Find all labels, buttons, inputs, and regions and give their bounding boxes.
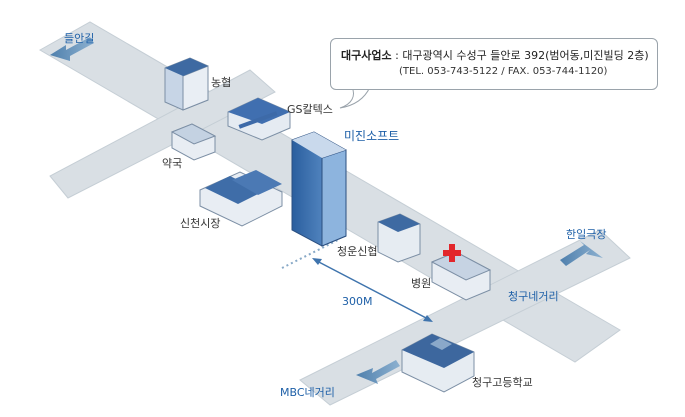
callout-line-1: 대구사업소 : 대구광역시 수성구 들안로 392(범어동,미진빌딩 2층) <box>341 47 649 63</box>
building-cheongun-icon <box>377 213 421 263</box>
arrow-bottom-left-icon <box>356 360 400 384</box>
cross-road-east <box>299 229 631 406</box>
intersection-label: 청구네거리 <box>508 290 559 303</box>
building-gs-caltex-icon <box>227 97 291 141</box>
place-label-market: 신천시장 <box>180 217 221 230</box>
address-callout: 대구사업소 : 대구광역시 수성구 들안로 392(범어동,미진빌딩 2층) (… <box>330 38 658 90</box>
dotted-guide-line <box>281 239 339 269</box>
callout-title: 대구사업소 <box>341 49 392 62</box>
callout-address: 대구광역시 수성구 들안로 392(범어동,미진빌딩 2층) <box>402 49 649 62</box>
place-label-hospital: 병원 <box>411 277 432 290</box>
distance-arrow <box>314 259 431 321</box>
road-label-right: 한일극장 <box>566 228 607 241</box>
building-mijin-soft-icon <box>291 131 347 247</box>
arrow-right-icon <box>560 241 603 266</box>
building-school-icon <box>401 333 475 393</box>
road-label-top-left: 들안길 <box>64 32 95 45</box>
place-label-pharmacy: 약국 <box>162 157 183 170</box>
place-label-cheongun: 청운신협 <box>337 245 378 258</box>
distance-label: 300M <box>342 295 373 308</box>
place-label-mijin-soft: 미진소프트 <box>344 129 400 143</box>
callout-tail <box>339 86 371 109</box>
place-label-nonghyup: 농협 <box>211 76 232 89</box>
callout-separator: : <box>391 49 403 62</box>
distance-arrow-head-end-icon <box>423 315 433 322</box>
place-label-gs-caltex: GS칼텍스 <box>287 103 333 116</box>
building-pharmacy-icon <box>170 123 217 161</box>
building-market-icon <box>199 170 283 227</box>
arrow-top-left-icon <box>50 37 94 61</box>
red-cross-icon <box>443 244 461 262</box>
building-hospital-icon <box>430 251 492 301</box>
place-label-school: 청구고등학교 <box>472 376 533 389</box>
road-label-bottom-left: MBC네거리 <box>280 386 335 399</box>
callout-contact: (TEL. 053-743-5122 / FAX. 053-744-1120) <box>399 66 608 77</box>
cross-road-west <box>49 69 276 199</box>
distance-arrow-head-start-icon <box>312 258 322 265</box>
building-nonghyup-icon <box>164 57 209 111</box>
